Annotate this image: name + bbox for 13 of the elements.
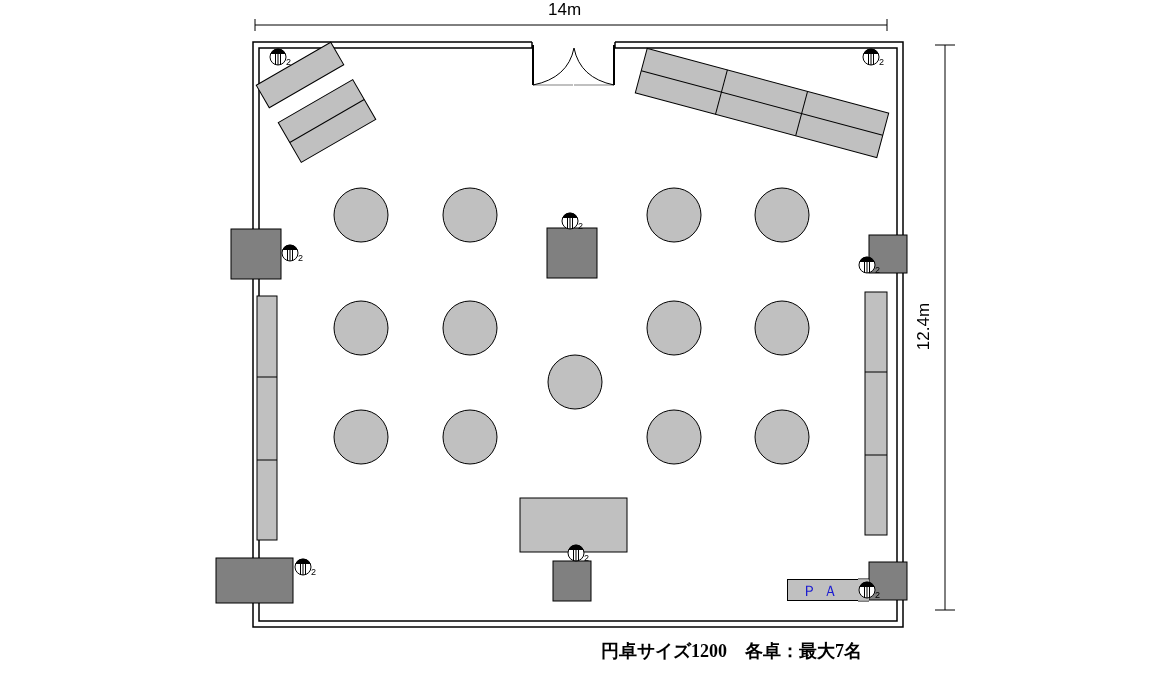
dimension-label: 14m [548, 1, 582, 18]
dimension-label: 12.4m [914, 301, 932, 353]
outlet-count: 2 [875, 591, 880, 600]
note-text: 円卓サイズ1200 各卓：最大7名 [601, 642, 862, 660]
outlet-count: 2 [311, 568, 316, 577]
outlet-count: 2 [584, 554, 589, 563]
pa-table [787, 579, 858, 601]
pa-label: ＰＡ [802, 582, 844, 598]
outlet-count: 2 [879, 58, 884, 67]
outlet-count: 2 [286, 58, 291, 67]
outlet-count: 2 [578, 222, 583, 231]
outlet-count: 2 [298, 254, 303, 263]
outlet-count: 2 [875, 266, 880, 275]
